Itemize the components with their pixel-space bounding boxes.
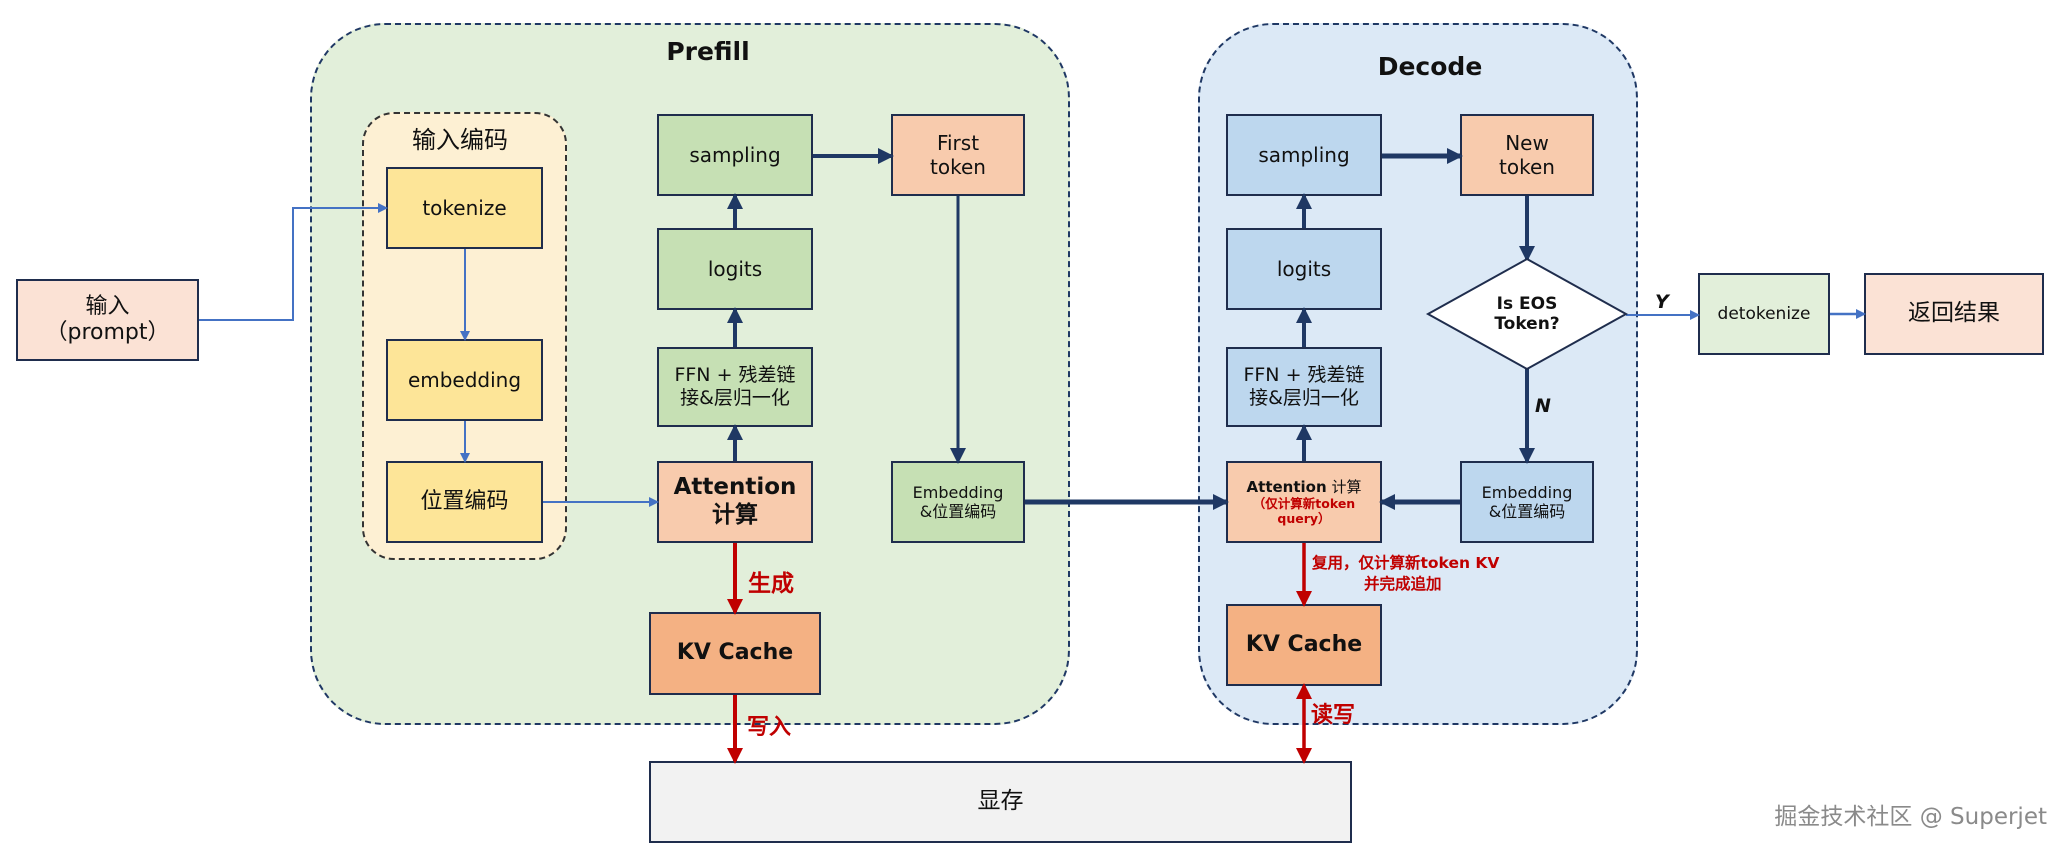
first-token-line2: token — [930, 155, 986, 179]
input-label: 输入 — [85, 293, 130, 319]
eos-question-line2: Token? — [1494, 314, 1560, 334]
first-token-node: First token — [891, 114, 1025, 196]
reuse-label-line2: 并完成追加 — [1364, 574, 1442, 593]
reuse-label-line1: 复用，仅计算新token KV — [1312, 554, 1500, 572]
decode-attention-label: Attention — [1246, 478, 1327, 496]
write-label: 写入 — [747, 715, 792, 740]
decode-attention-compute: 计算 — [1331, 478, 1362, 496]
prompt-label: （prompt） — [45, 320, 170, 345]
prefill-embedding-line1: Embedding — [912, 482, 1004, 502]
result-node: 返回结果 — [1864, 273, 2044, 355]
decode-embedding-line1: Embedding — [1481, 482, 1573, 502]
decode-title: Decode — [1377, 52, 1483, 81]
position-encoding-node: 位置编码 — [386, 461, 543, 543]
arrow-input-to-tokenize — [199, 203, 388, 321]
yes-label: Y — [1655, 291, 1669, 313]
first-token-line1: First — [936, 131, 980, 155]
gpu-memory-node: 显存 — [649, 761, 1352, 843]
decode-embedding-node: Embedding &位置编码 — [1460, 461, 1594, 543]
input-encoding-title: 输入编码 — [412, 126, 508, 154]
new-token-line1: New — [1505, 131, 1549, 155]
prefill-attention-node: Attention 计算 — [657, 461, 813, 543]
new-token-line2: token — [1499, 155, 1555, 179]
prefill-ffn-node: FFN + 残差链接&层归一化 — [657, 347, 813, 427]
prefill-attention-compute: 计算 — [712, 502, 758, 528]
decode-attention-node: Attention 计算 （仅计算新token query） — [1226, 461, 1382, 543]
read-write-label: 读写 — [1311, 703, 1356, 728]
decode-embedding-line2: &位置编码 — [1488, 502, 1566, 521]
prefill-title: Prefill — [666, 37, 750, 66]
prefill-embedding-node: Embedding &位置编码 — [891, 461, 1025, 543]
new-token-node: New token — [1460, 114, 1594, 196]
tokenize-node: tokenize — [386, 167, 543, 249]
eos-question: Is EOS Token? — [1458, 286, 1596, 342]
prefill-kv-cache-node: KV Cache — [649, 612, 821, 695]
prefill-embedding-line2: &位置编码 — [919, 502, 997, 521]
detokenize-node: detokenize — [1698, 273, 1830, 355]
watermark: 掘金技术社区 @ Superjet — [1774, 804, 2047, 830]
no-label: N — [1535, 395, 1551, 417]
prefill-logits-node: logits — [657, 228, 813, 310]
input-prompt-node: 输入 （prompt） — [16, 279, 199, 361]
eos-question-line1: Is EOS — [1496, 293, 1558, 314]
decode-sampling-node: sampling — [1226, 114, 1382, 196]
eos-decision-diamond — [1425, 257, 1629, 371]
prefill-attention-label: Attention — [673, 474, 797, 501]
decode-attention-note: （仅计算新token query） — [1252, 496, 1356, 526]
prefill-sampling-node: sampling — [657, 114, 813, 196]
reuse-label: 复用，仅计算新token KV 并完成追加 — [1312, 553, 1522, 595]
embedding-node: embedding — [386, 339, 543, 421]
generate-label: 生成 — [748, 571, 794, 597]
decode-ffn-node: FFN + 残差链接&层归一化 — [1226, 347, 1382, 427]
